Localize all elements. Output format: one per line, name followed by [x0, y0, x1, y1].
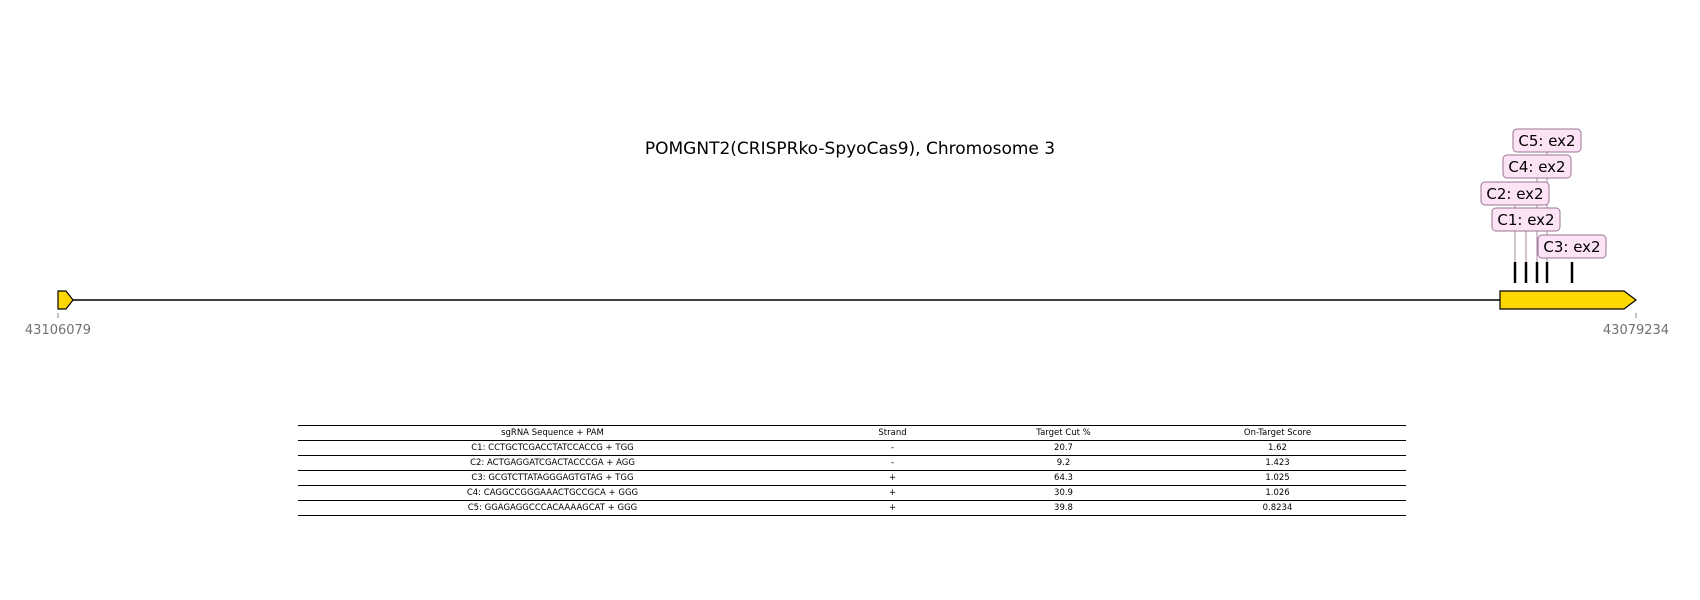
cell-sequence: C1: CCTGCTCGACCTATCCACCG + TGG	[471, 443, 634, 453]
cell-target-cut: 30.9	[1054, 488, 1073, 498]
cell-strand: +	[888, 503, 897, 513]
exon-1	[57, 290, 74, 310]
svg-text:C3: ex2: C3: ex2	[1543, 238, 1600, 256]
cell-sequence: C5: GGAGAGGCCCACAAAAGCAT + GGG	[467, 503, 638, 513]
cell-score: 1.62	[1268, 443, 1287, 453]
table-row: C3: GCGTCTTATAGGGAGTGTAG + TGG + 64.3 1.…	[298, 471, 1406, 486]
cell-target-cut: 9.2	[1056, 458, 1071, 468]
svg-text:C2: ex2: C2: ex2	[1486, 185, 1543, 203]
table-row: C1: CCTGCTCGACCTATCCACCG + TGG - 20.7 1.…	[298, 441, 1406, 456]
table-row: C4: CAGGCCGGGAAACTGCCGCA + GGG + 30.9 1.…	[298, 486, 1406, 501]
guide-label-c4: C4: ex2	[1502, 154, 1572, 179]
cell-sequence: C4: CAGGCCGGGAAACTGCCGCA + GGG	[466, 488, 639, 498]
cell-target-cut: 64.3	[1054, 473, 1073, 483]
exon-2	[1499, 290, 1637, 310]
cell-strand: -	[890, 458, 895, 468]
cell-strand: +	[888, 473, 897, 483]
gene-diagram: 43106079 43079234 C5: ex2 C4: ex2 C2: ex…	[25, 128, 1669, 338]
svg-text:C5: ex2: C5: ex2	[1518, 132, 1575, 150]
diagram-title: POMGNT2(CRISPRko-SpyoCas9), Chromosome 3	[644, 139, 1056, 159]
header-sequence: sgRNA Sequence + PAM	[501, 428, 604, 438]
table-row: C5: GGAGAGGCCCACAAAAGCAT + GGG + 39.8 0.…	[298, 501, 1406, 516]
cell-strand: -	[890, 443, 895, 453]
cell-score: 1.026	[1265, 488, 1290, 498]
guide-label-c5: C5: ex2	[1512, 128, 1582, 153]
header-on-target-score: On-Target Score	[1243, 428, 1312, 438]
cell-score: 1.423	[1265, 458, 1290, 468]
end-coord-label: 43079234	[1603, 323, 1669, 338]
cell-sequence: C2: ACTGAGGATCGACTACCCGA + AGG	[470, 458, 635, 468]
start-coord-label: 43106079	[25, 323, 91, 338]
guide-table: sgRNA Sequence + PAM Strand Target Cut %…	[298, 425, 1406, 516]
guide-label-c1: C1: ex2	[1491, 207, 1561, 232]
cell-target-cut: 39.8	[1054, 503, 1073, 513]
cell-target-cut: 20.7	[1054, 443, 1073, 453]
cell-score: 0.8234	[1262, 503, 1293, 513]
table-row: C2: ACTGAGGATCGACTACCCGA + AGG - 9.2 1.4…	[298, 456, 1406, 471]
table-header-row: sgRNA Sequence + PAM Strand Target Cut %…	[298, 425, 1406, 441]
guide-label-c3: C3: ex2	[1537, 234, 1607, 259]
header-target-cut: Target Cut %	[1036, 428, 1091, 438]
guide-label-c2: C2: ex2	[1480, 181, 1550, 206]
svg-text:C4: ex2: C4: ex2	[1508, 158, 1565, 176]
cell-strand: +	[888, 488, 897, 498]
svg-text:C1: ex2: C1: ex2	[1497, 211, 1554, 229]
cell-score: 1.025	[1265, 473, 1290, 483]
cell-sequence: C3: GCGTCTTATAGGGAGTGTAG + TGG	[471, 473, 634, 483]
header-strand: Strand	[878, 428, 907, 438]
